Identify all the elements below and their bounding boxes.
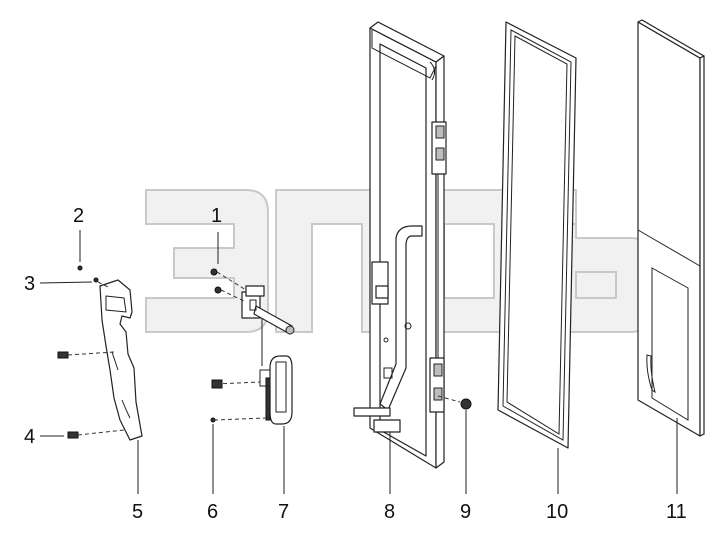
callout-7: 7 bbox=[278, 501, 289, 523]
part-5-side-cover bbox=[57, 265, 143, 441]
part-10-glass-frame bbox=[497, 21, 577, 449]
callout-10: 10 bbox=[546, 501, 568, 523]
part-1-lock-bracket bbox=[210, 268, 295, 366]
callout-2: 2 bbox=[73, 205, 84, 227]
callout-6: 6 bbox=[207, 501, 218, 523]
callout-1: 1 bbox=[211, 205, 222, 227]
part-11-panel bbox=[637, 19, 705, 437]
callout-4: 4 bbox=[24, 426, 35, 448]
callout-3: 3 bbox=[24, 273, 35, 295]
part-7-handle bbox=[210, 355, 293, 425]
callout-9: 9 bbox=[460, 501, 471, 523]
callout-11: 11 bbox=[666, 501, 687, 523]
leader-lines bbox=[39, 230, 678, 494]
part-8-door-frame bbox=[353, 21, 447, 469]
callout-5: 5 bbox=[132, 501, 143, 523]
part-9-nut bbox=[437, 395, 472, 410]
callouts: 1 2 3 4 5 6 7 8 9 10 11 bbox=[24, 205, 687, 523]
callout-8: 8 bbox=[384, 501, 395, 523]
